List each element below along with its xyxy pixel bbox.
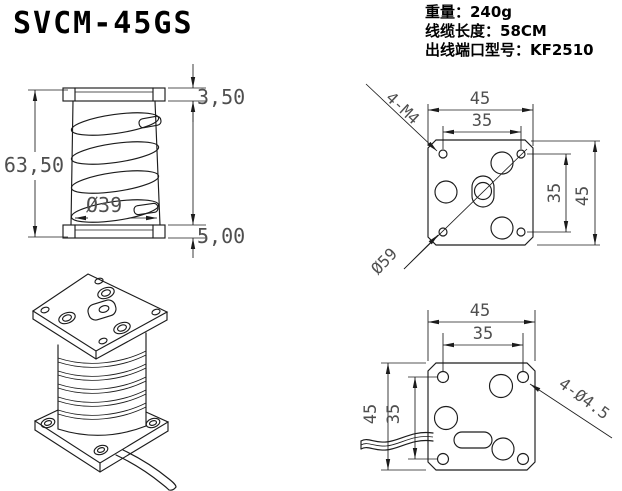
cable-bottom-view bbox=[360, 431, 434, 451]
svg-text:35: 35 bbox=[472, 111, 492, 131]
side-bottom-plate bbox=[62, 224, 166, 239]
svg-text:Ø39: Ø39 bbox=[86, 193, 122, 217]
clearance-hole bbox=[490, 151, 514, 175]
clearance-hole bbox=[433, 405, 459, 431]
center-slot-hole bbox=[473, 181, 493, 201]
side-top-plate bbox=[62, 87, 166, 102]
dim-bottom-height: 45 bbox=[361, 362, 426, 471]
m4-hole bbox=[438, 149, 448, 159]
dim-total-height: 63,50 bbox=[4, 89, 68, 238]
svg-text:4-Ø4.5: 4-Ø4.5 bbox=[555, 374, 613, 423]
svg-text:35: 35 bbox=[384, 404, 404, 424]
spec-cable-length: 线缆长度：58CM bbox=[425, 22, 547, 40]
spring-coil bbox=[70, 100, 162, 226]
svg-text:45: 45 bbox=[470, 89, 490, 109]
iso-counterbored-holes bbox=[58, 286, 131, 335]
center-slot bbox=[471, 175, 495, 208]
svg-text:45: 45 bbox=[573, 186, 593, 206]
spec-weight: 重量：240g bbox=[425, 3, 513, 21]
bottom-plan-view: 4-Ø4.5 45 35 45 bbox=[360, 301, 613, 471]
dim-top-hole-spacing-v: 35 bbox=[527, 153, 571, 233]
mounting-hole bbox=[516, 452, 530, 466]
iso-cable bbox=[115, 449, 177, 491]
top-plan-view: Ø59 4-M4 45 35 bbox=[365, 83, 600, 278]
iso-center-slot bbox=[87, 299, 117, 321]
bottom-slot bbox=[453, 431, 493, 449]
bottom-view-plate bbox=[427, 362, 536, 471]
spec-block: 重量：240g 线缆长度：58CM 出线端口型号：KF2510 bbox=[425, 3, 594, 60]
svg-text:45: 45 bbox=[361, 404, 381, 424]
label-diagonal-diameter: Ø59 bbox=[367, 148, 528, 278]
m4-hole bbox=[516, 149, 526, 159]
top-view-plate bbox=[427, 139, 534, 246]
spec-connector-model: 出线端口型号：KF2510 bbox=[425, 41, 594, 59]
dim-top-width: 45 bbox=[427, 89, 534, 146]
clearance-hole bbox=[490, 216, 514, 240]
label-corner-holes-top-view: 4-M4 bbox=[365, 83, 438, 152]
svg-text:3,50: 3,50 bbox=[197, 85, 245, 109]
isometric-view bbox=[31, 273, 177, 491]
mounting-hole bbox=[516, 370, 530, 384]
iso-bottom-flange bbox=[33, 409, 170, 473]
clearance-hole bbox=[434, 180, 458, 204]
clearance-hole bbox=[488, 373, 514, 399]
dim-bottom-hole-spacing-h: 35 bbox=[442, 324, 524, 371]
m4-hole bbox=[516, 227, 526, 237]
mounting-hole bbox=[436, 370, 450, 384]
m4-hole bbox=[438, 227, 448, 237]
dim-spring-diameter: Ø39 bbox=[75, 193, 157, 221]
dim-top-hole-spacing-h: 35 bbox=[442, 111, 522, 149]
clearance-hole bbox=[491, 437, 515, 461]
dim-top-height: 45 bbox=[531, 140, 600, 246]
dim-bottom-plate-thickness: 5,00 bbox=[168, 206, 245, 258]
svg-text:63,50: 63,50 bbox=[4, 153, 64, 177]
dim-top-plate-thickness: 3,50 bbox=[168, 64, 245, 206]
side-elevation-view: 63,50 3,50 Ø39 bbox=[4, 64, 245, 258]
svg-text:35: 35 bbox=[473, 324, 493, 344]
svg-text:45: 45 bbox=[470, 301, 490, 321]
dim-bottom-width: 45 bbox=[427, 301, 536, 361]
dim-bottom-hole-spacing-v: 35 bbox=[384, 376, 437, 460]
drawing-title: SVCM-45GS bbox=[13, 6, 194, 41]
label-corner-holes-bottom-view: 4-Ø4.5 bbox=[529, 374, 613, 439]
svg-text:35: 35 bbox=[545, 183, 565, 203]
svg-text:5,00: 5,00 bbox=[197, 224, 245, 248]
mounting-hole bbox=[436, 452, 450, 466]
svg-text:Ø59: Ø59 bbox=[367, 244, 401, 278]
svg-text:4-M4: 4-M4 bbox=[382, 88, 423, 128]
iso-spring-body bbox=[57, 332, 147, 436]
